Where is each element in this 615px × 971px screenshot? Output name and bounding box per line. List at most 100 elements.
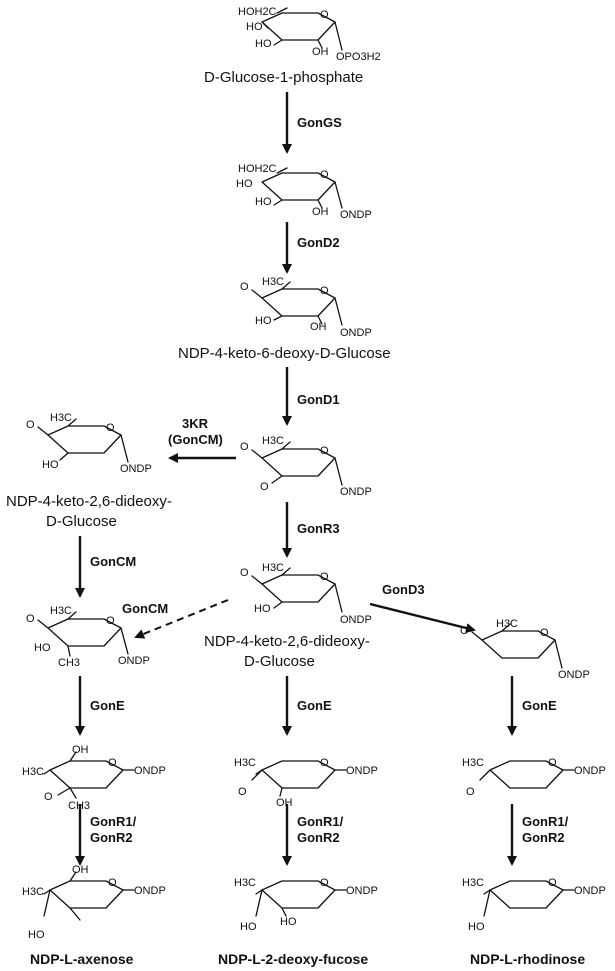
enzyme-gonr2-right: GonR2 [522,830,565,845]
ho-label: HO [42,459,59,471]
ondp-label: ONDP [558,669,590,681]
oh-label: OH [312,206,329,218]
ketone-oxygen: O [460,625,469,637]
ondp-label: ONDP [340,614,372,626]
ketone-oxygen-2: O [260,481,269,493]
h3c-label: H3C [234,757,256,769]
ondp-label: ONDP [346,765,378,777]
middle-epimerized-structure: H3C O OH O ONDP [234,757,378,809]
ring-oxygen: O [320,445,329,457]
enzyme-goncm-left: GonCM [90,554,136,569]
ondp-label: ONDP [574,885,606,897]
enzyme-gond1: GonD1 [297,392,340,407]
diketo-intermediate-structure: O H3C O O ONDP [240,435,372,498]
enzyme-gonr2-mid: GonR2 [297,830,340,845]
ho-label: HO [246,21,263,33]
ch2oh-label: HOH2C [238,6,277,18]
ch3-label: H3C [262,435,284,447]
ondp-label: ONDP [346,885,378,897]
ondp-label: ONDP [340,209,372,221]
right-epimerized-structure: H3C O O ONDP [462,757,606,798]
enzyme-gongs: GonGS [297,115,342,130]
h3c-label: H3C [462,757,484,769]
left-keto-dideoxy-glucose-structure: O H3C HO O ONDP NDP-4-keto-2,6-dideoxy- … [6,412,172,530]
phosphate-label: OPO3H2 [336,51,381,63]
ketone-oxygen: O [240,567,249,579]
enzyme-gone-left: GonE [90,698,125,713]
ch3-label: H3C [262,276,284,288]
ho-label: HO [236,178,253,190]
h3c-label: H3C [234,877,256,889]
ketone-oxygen-1: O [240,441,249,453]
ketone-oxygen: O [466,786,475,798]
ring-oxygen: O [106,422,115,434]
compound-name-left-keto-line2: D-Glucose [46,513,117,530]
oh-label: OH [276,797,293,809]
ondp-label: ONDP [134,885,166,897]
ring-oxygen: O [540,627,549,639]
enzyme-gonr1-left: GonR1/ [90,814,137,829]
ch3-label: H3C [262,562,284,574]
compound-name-mid-keto-line1: NDP-4-keto-2,6-dideoxy- [204,633,370,650]
keto-6-deoxy-glucose-structure: O H3C HO OH O ONDP NDP-4-keto-6-deoxy-D-… [178,276,391,362]
ho-label-2: HO [255,196,272,208]
ho-label: HO [255,315,272,327]
compound-name-left-keto-line1: NDP-4-keto-2,6-dideoxy- [6,493,172,510]
enzyme-goncm-dashed: GonCM [122,601,168,616]
ho-label: HO [468,921,485,933]
dashed-arrow-goncm [134,599,229,639]
ho-label: HO [240,921,257,933]
enzyme-gonr1-right: GonR1/ [522,814,569,829]
ring-oxygen: O [320,571,329,583]
enzyme-gond2: GonD2 [297,235,340,250]
ring-oxygen: O [320,757,329,769]
ring-oxygen: O [320,9,329,21]
ndp-glucose-structure: HOH2C HO HO OH O ONDP [236,163,372,221]
product-name-axenose: NDP-L-axenose [30,951,134,967]
ring-oxygen: O [106,615,115,627]
middle-keto-dideoxy-glucose-structure: O H3C HO O ONDP NDP-4-keto-2,6-dideoxy- … [204,562,372,670]
arrow-gond3 [369,602,476,633]
ondp-label: ONDP [118,655,150,667]
oh-label: OH [72,864,89,876]
oh-label: OH [312,46,329,58]
ho-label: HO [254,603,271,615]
ho-label-2: HO [255,38,272,50]
oh-label: OH [72,744,89,756]
h3c-label: H3C [22,766,44,778]
ketone-oxygen: O [26,419,35,431]
ring-oxygen: O [320,877,329,889]
rhodinose-structure: H3C HO O ONDP NDP-L-rhodinose [462,877,606,967]
enzyme-gone-right: GonE [522,698,557,713]
ketone-oxygen: O [238,786,247,798]
compound-name-glucose-1-phosphate: D-Glucose-1-phosphate [204,69,363,86]
glucose-1-phosphate-structure: HOH2C HO HO OH O OPO3H2 D-Glucose-1-phos… [204,6,381,86]
ch3-label: H3C [50,605,72,617]
ondp-label: ONDP [340,486,372,498]
ondp-label: ONDP [340,327,372,339]
ring-oxygen: O [548,757,557,769]
ondp-label: ONDP [574,765,606,777]
ondp-label: ONDP [120,463,152,475]
enzyme-gone-mid: GonE [297,698,332,713]
enzyme-3kr: 3KR [182,416,209,431]
ondp-label: ONDP [134,765,166,777]
ketone-oxygen: O [26,613,35,625]
ring-oxygen: O [320,285,329,297]
ho-label: HO [34,642,51,654]
right-keto-structure: O H3C O ONDP [460,618,590,681]
enzyme-gonr2-left: GonR2 [90,830,133,845]
ring-oxygen: O [108,877,117,889]
ring-oxygen: O [108,757,117,769]
product-name-deoxyfucose: NDP-L-2-deoxy-fucose [218,951,368,967]
left-epimerized-structure: OH H3C O CH3 O ONDP [22,744,166,812]
oh-label: OH [310,321,327,333]
ch3-label: H3C [496,618,518,630]
ho-label-2: HO [280,916,297,928]
ring-oxygen: O [320,169,329,181]
ch3-label: H3C [50,412,72,424]
h3c-label: H3C [22,886,44,898]
compound-name-keto-6-deoxy-glucose: NDP-4-keto-6-deoxy-D-Glucose [178,345,391,362]
